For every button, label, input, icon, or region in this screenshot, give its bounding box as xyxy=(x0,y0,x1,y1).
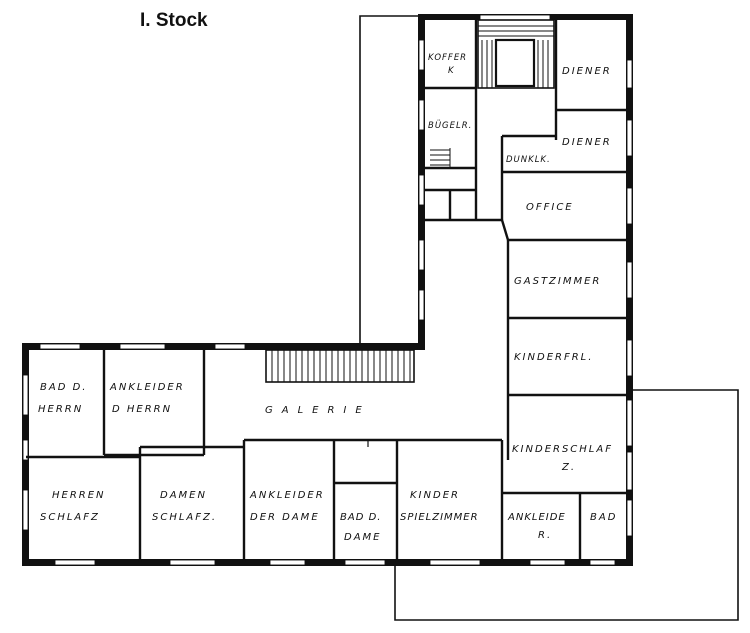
service-stair xyxy=(430,148,451,168)
label-damen-schlafz: DAMEN xyxy=(160,490,207,501)
label-herren-schlafz-2: SCHLAFZ xyxy=(40,512,100,523)
label-bad-herrn-2: HERRN xyxy=(38,404,83,415)
label-bad-herrn: BAD D. xyxy=(40,382,87,393)
label-ankleider-dame-2: DER DAME xyxy=(250,512,320,523)
label-kinderschlaf: KINDERSCHLAF xyxy=(512,444,613,455)
label-damen-schlafz-2: SCHLAFZ. xyxy=(152,512,217,523)
label-ankleider-herrn-2: D HERRN xyxy=(112,404,172,415)
label-ankleide-r-2: R. xyxy=(538,530,552,541)
label-buegel: BÜGELR. xyxy=(428,120,472,131)
terrace-outline xyxy=(394,389,739,621)
label-diener-1: DIENER xyxy=(562,66,612,77)
plan-title: I. Stock xyxy=(140,10,208,31)
label-kinder-spielzimmer-2: SPIELZIMMER xyxy=(400,512,479,523)
interior-walls xyxy=(26,18,630,562)
annex-outline-north xyxy=(359,15,422,348)
label-bad-dame-2: DAME xyxy=(344,532,382,543)
door-marks xyxy=(355,439,382,447)
label-bad-dame: BAD D. xyxy=(340,512,381,523)
label-diener-2: DIENER xyxy=(562,137,612,148)
label-koffer: KOFFER xyxy=(428,53,467,63)
label-kinderfrl: KINDERFRL. xyxy=(514,352,593,363)
galerie-stair xyxy=(265,349,415,383)
room-labels: KOFFER K DIENER BÜGELR. DIENER DUNKLK. O… xyxy=(38,53,617,543)
label-koffer-2: K xyxy=(448,66,455,76)
label-kinderschlaf-2: Z. xyxy=(561,462,576,473)
label-office: OFFICE xyxy=(526,202,574,213)
label-dunkelk: DUNKLK. xyxy=(506,155,551,165)
label-kinder-spielzimmer: KINDER xyxy=(410,490,460,501)
label-ankleider-dame: ANKLEIDER xyxy=(249,490,325,501)
main-stair xyxy=(477,19,555,89)
windows xyxy=(22,14,633,566)
label-gastzimmer: GASTZIMMER xyxy=(514,276,601,287)
label-bad: BAD xyxy=(590,512,617,523)
label-ankleider-herrn: ANKLEIDER xyxy=(109,382,185,393)
exterior-walls xyxy=(22,14,633,566)
label-ankleide-r: ANKLEIDE xyxy=(507,512,566,523)
label-galerie: GALERIE xyxy=(265,405,371,416)
label-herren-schlafz: HERREN xyxy=(52,490,106,501)
